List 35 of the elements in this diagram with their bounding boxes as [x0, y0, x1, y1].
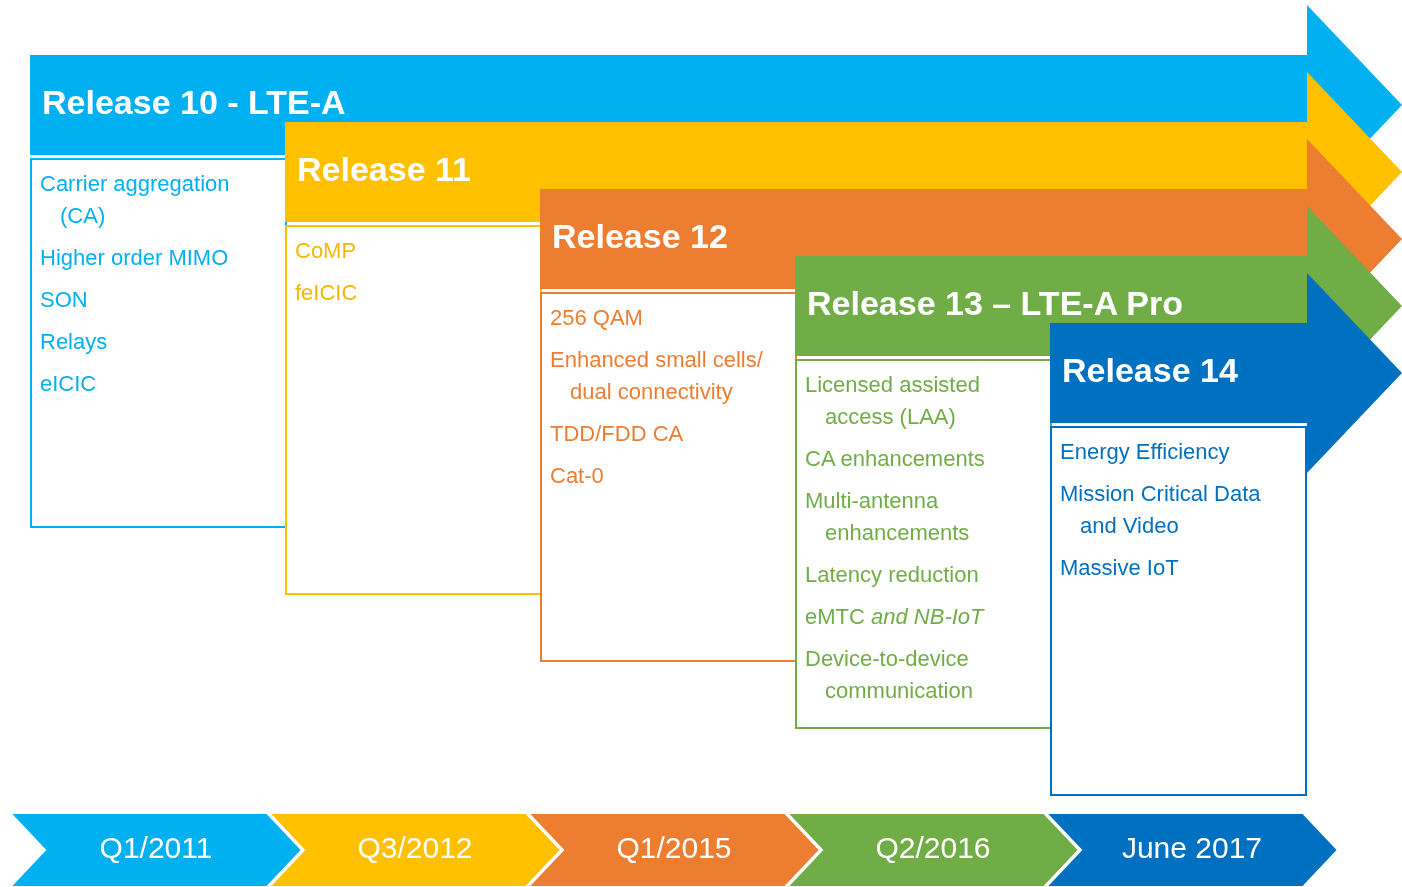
feature-item: CA enhancements — [804, 445, 986, 473]
feature-item: Mission Critical Data and Video — [1059, 480, 1262, 540]
feature-item: eMTC and NB-IoT — [804, 603, 986, 631]
feature-item: Licensed assisted access (LAA) — [804, 371, 981, 431]
release-heading: Release 11 — [297, 150, 471, 189]
feature-item: Enhanced small cells/ dual connectivity — [549, 346, 764, 406]
feature-item: Higher order MIMO — [39, 244, 230, 272]
feature-item: CoMP — [294, 237, 358, 265]
date-label: Q1/2015 — [615, 831, 733, 865]
feature-item: Carrier aggregation (CA) — [39, 170, 231, 230]
date-label: Q1/2011 — [98, 831, 214, 865]
release-heading: Release 13 – LTE-A Pro — [807, 284, 1184, 323]
feature-item: Device-to-device communication — [804, 645, 974, 705]
feature-panel — [285, 225, 542, 595]
feature-item: feICIC — [294, 279, 359, 307]
date-label: June 2017 — [1120, 831, 1264, 865]
feature-item: Relays — [39, 328, 109, 356]
feature-panel — [30, 158, 287, 528]
feature-item: Cat-0 — [549, 462, 605, 490]
feature-panel — [795, 359, 1052, 729]
feature-item: SON — [39, 286, 89, 314]
feature-item: Multi-antenna enhancements — [804, 487, 971, 547]
feature-item: Latency reduction — [804, 561, 980, 589]
feature-panel — [1050, 426, 1307, 796]
feature-item: TDD/FDD CA — [549, 420, 685, 448]
date-label: Q3/2012 — [356, 831, 474, 865]
feature-panel — [540, 292, 797, 662]
release-heading: Release 14 — [1062, 351, 1238, 390]
feature-item: eICIC — [39, 370, 98, 398]
release-heading: Release 10 - LTE-A — [42, 83, 346, 122]
feature-item: Massive IoT — [1059, 554, 1180, 582]
feature-item: 256 QAM — [549, 304, 644, 332]
release-heading: Release 12 — [552, 217, 728, 256]
feature-item: Energy Efficiency — [1059, 438, 1231, 466]
date-label: Q2/2016 — [874, 831, 992, 865]
